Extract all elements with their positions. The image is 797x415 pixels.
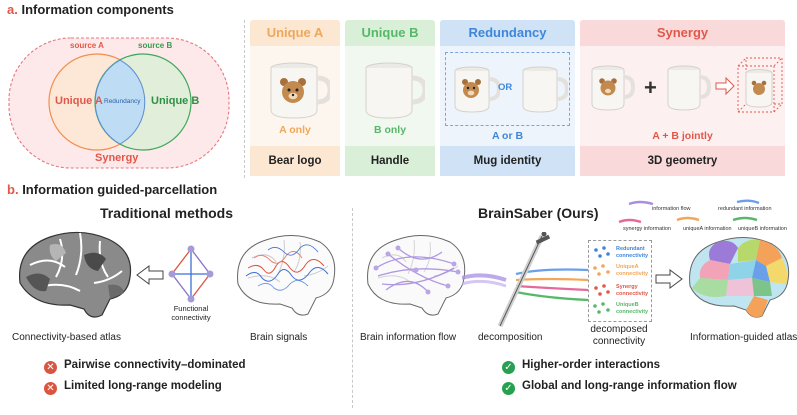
uniqueA-connectivity-label: UniqueA connectivity xyxy=(616,264,649,277)
cross-icon: ✕ xyxy=(44,382,57,395)
traditional-bullet-2: ✕Limited long-range modeling xyxy=(44,380,222,395)
mug-plain-small-icon xyxy=(522,66,568,113)
card-synergy: Synergy + A + B jointly xyxy=(580,20,785,176)
traditional-title: Traditional methods xyxy=(100,205,234,221)
card-unique-a: Unique A A only Bear logo xyxy=(250,20,340,176)
legend-synergy: synergy information xyxy=(623,226,671,232)
functional-connectivity-label: Functional connectivity xyxy=(171,304,211,322)
card-synergy-footer: 3D geometry xyxy=(580,146,785,176)
section-a-title: a. Information components xyxy=(7,2,174,17)
connectivity-atlas-label: Connectivity-based atlas xyxy=(12,332,121,343)
legend-information-flow: information flow xyxy=(652,206,691,212)
mug-handle-icon xyxy=(365,62,425,119)
brain-information-flow xyxy=(367,235,466,316)
legend-uniqueA: uniqueA information xyxy=(683,226,732,232)
source-b-label: source B xyxy=(138,41,173,50)
legend-redundant: redundant information xyxy=(718,206,772,212)
synergy-label: Synergy xyxy=(95,152,139,164)
decomposed-connectivity-label: decomposed connectivity xyxy=(590,324,648,347)
divider-b xyxy=(352,208,353,408)
decomposition-label: decomposition xyxy=(478,332,543,343)
check-icon: ✓ xyxy=(502,361,515,374)
card-redundancy-caption: A or B xyxy=(491,130,524,142)
decomposed-dots xyxy=(593,246,610,314)
decomposition-saber xyxy=(462,232,589,328)
venn-diagram xyxy=(8,37,230,169)
card-unique-b-footer: Handle xyxy=(345,146,435,176)
mug-bear-icon xyxy=(270,62,330,119)
card-redundancy-header: Redundancy xyxy=(440,20,575,46)
synergy-connectivity-label: Synergy connectivity xyxy=(616,284,649,297)
synergy-illustration: + xyxy=(591,57,783,113)
legend-uniqueB: uniqueB information xyxy=(738,226,787,232)
card-redundancy: Redundancy OR A or B Mug identity xyxy=(440,20,575,176)
svg-text:+: + xyxy=(644,75,657,100)
redundancy-label: Redundancy xyxy=(104,98,141,105)
card-unique-b-header: Unique B xyxy=(345,20,435,46)
card-unique-a-caption: A only xyxy=(279,124,311,136)
arrow-right-icon xyxy=(655,269,683,289)
arrow-left-icon xyxy=(136,265,164,285)
cross-icon: ✕ xyxy=(44,361,57,374)
divider-a xyxy=(244,20,245,178)
brainsaber-bullet-1: ✓Higher-order interactions xyxy=(502,359,660,374)
decomposed-connectivity-box xyxy=(588,240,652,322)
section-b-title: b. Information guided-parcellation xyxy=(7,182,218,197)
information-guided-atlas-label: Information-guided atlas xyxy=(690,332,797,343)
redundant-connectivity-label: Redundant connectivity xyxy=(616,246,649,259)
brain-signals-label: Brain signals xyxy=(250,332,308,343)
brain-flow-label: Brain information flow xyxy=(360,332,457,343)
brain-signals xyxy=(237,235,336,316)
brainsaber-bullet-2: ✓Global and long-range information flow xyxy=(502,380,737,395)
card-unique-b: Unique B B only Handle xyxy=(345,20,435,176)
source-a-label: source A xyxy=(70,41,104,50)
brainsaber-title: BrainSaber (Ours) xyxy=(478,205,599,221)
traditional-bullet-1: ✕Pairwise connectivity–dominated xyxy=(44,359,246,374)
check-icon: ✓ xyxy=(502,382,515,395)
unique-a-label: Unique A xyxy=(55,95,103,107)
or-label: OR xyxy=(498,82,513,93)
connectivity-atlas-brain xyxy=(18,231,132,318)
unique-b-label: Unique B xyxy=(151,95,200,107)
functional-connectivity-graph xyxy=(168,245,214,303)
card-redundancy-footer: Mug identity xyxy=(440,146,575,176)
card-synergy-header: Synergy xyxy=(580,20,785,46)
card-unique-a-header: Unique A xyxy=(250,20,340,46)
mug-bear-small-icon xyxy=(454,66,500,113)
uniqueB-connectivity-label: UniqueB connectivity xyxy=(616,302,649,315)
card-unique-a-footer: Bear logo xyxy=(250,146,340,176)
card-synergy-caption: A + B jointly xyxy=(652,130,713,142)
flow-legend xyxy=(618,199,760,224)
card-unique-b-caption: B only xyxy=(373,124,407,136)
information-guided-atlas-brain xyxy=(689,237,790,318)
